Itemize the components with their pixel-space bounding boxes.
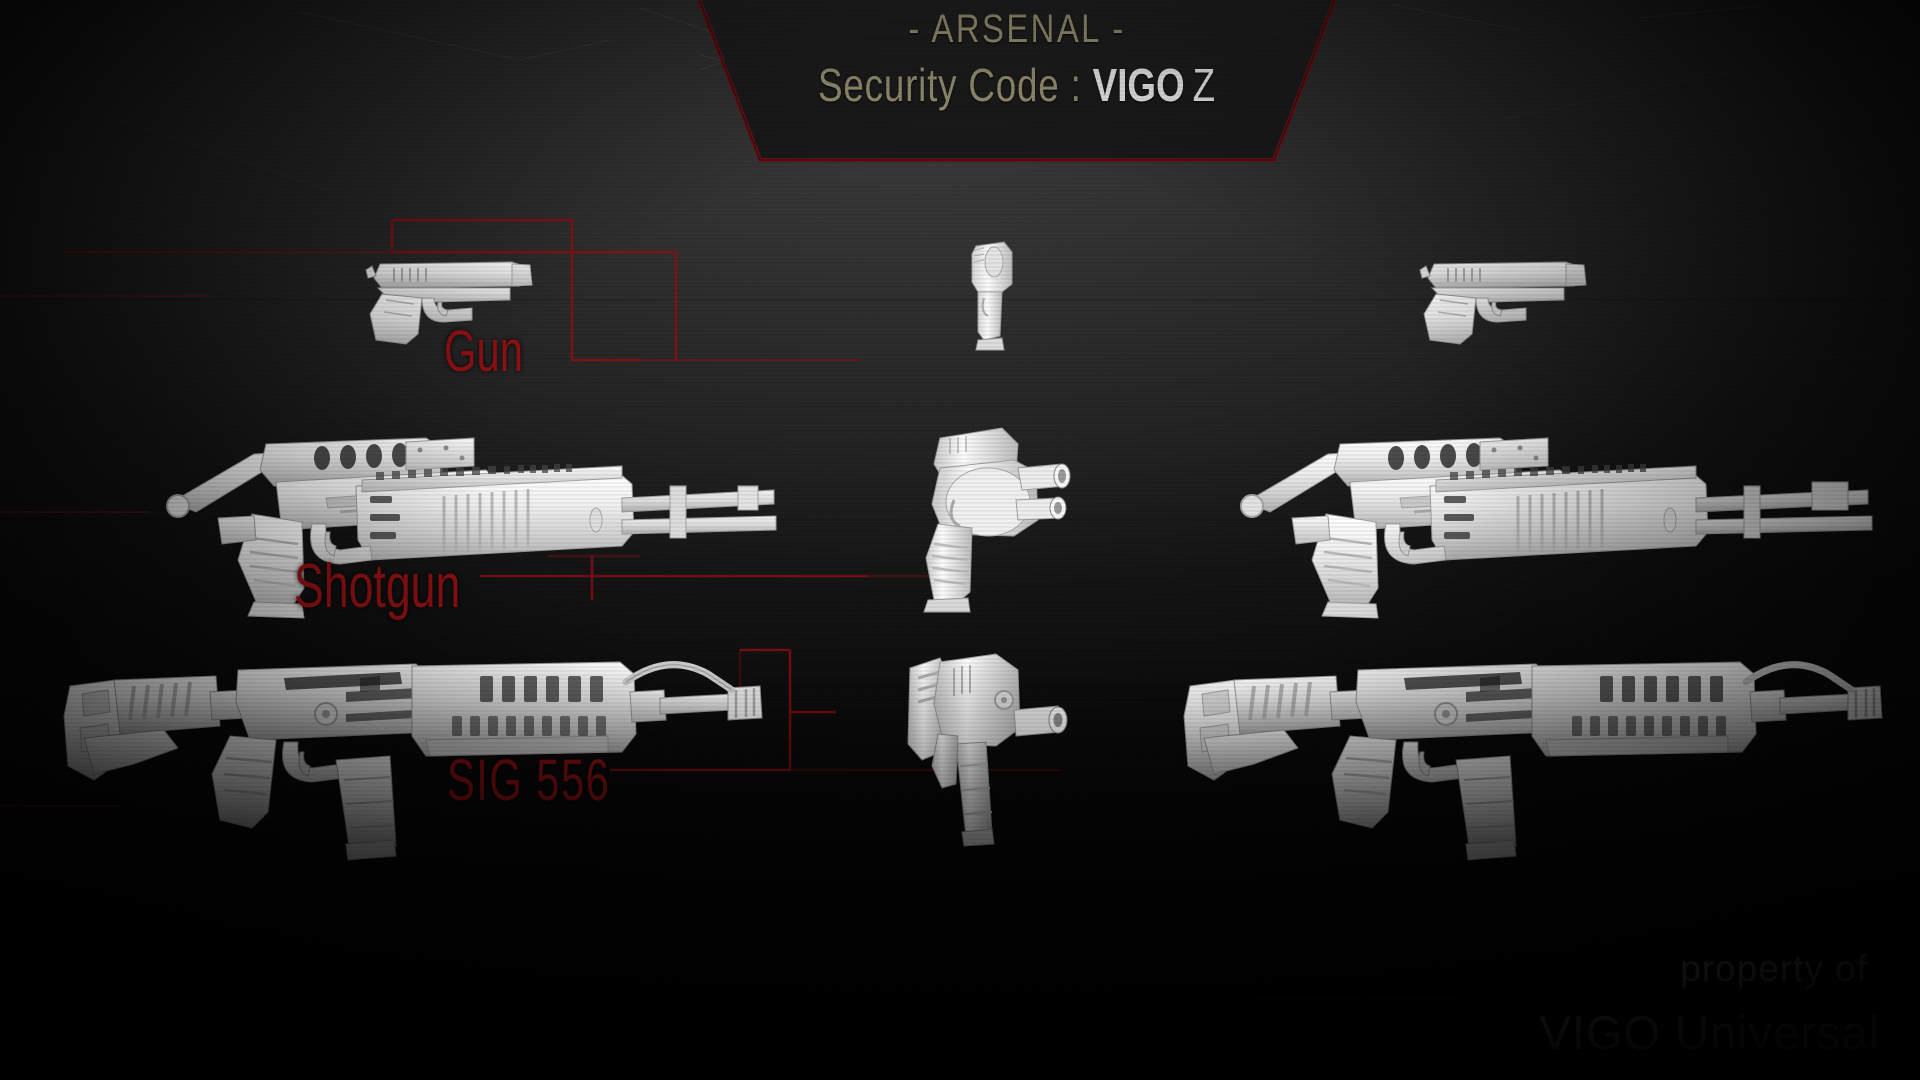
background-bottom-fade <box>0 660 1920 1080</box>
